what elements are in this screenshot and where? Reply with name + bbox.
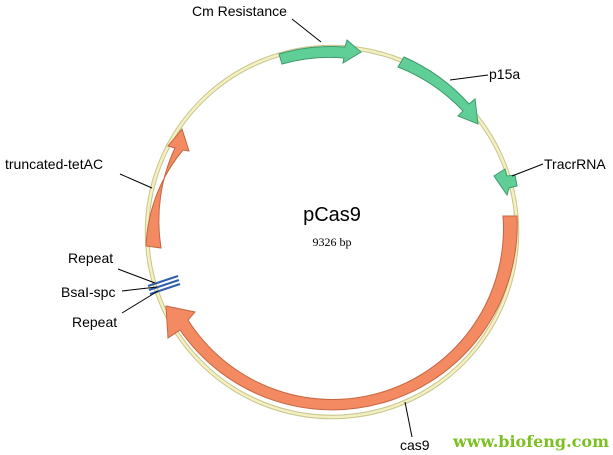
- repeat-top-label: Repeat: [68, 250, 113, 266]
- bsai-spc-label: BsaI-spc: [61, 284, 115, 300]
- bsai-spc-mark: [148, 279, 180, 291]
- p15a-leader: [449, 74, 489, 81]
- p15a-label: p15a: [489, 66, 520, 82]
- cm-resistance-arrow: [278, 39, 362, 65]
- cas9-label: cas9: [400, 437, 430, 453]
- tracrrna-label: TracrRNA: [544, 156, 606, 172]
- cas9-arrow: [165, 215, 518, 411]
- cm-resistance-label: Cm Resistance: [192, 3, 287, 19]
- tracrrna-arrow: [493, 168, 518, 197]
- cas9-leader: [404, 401, 413, 438]
- plasmid-size: 9326 bp: [313, 235, 352, 249]
- tracrrna-leader: [511, 163, 544, 177]
- p15a-arrow: [397, 56, 479, 125]
- repeat-top-mark: [147, 275, 179, 287]
- bsai-spc-leader: [121, 286, 158, 292]
- cm-resistance-leader: [291, 18, 322, 43]
- plasmid-name: pCas9: [303, 204, 361, 226]
- truncated-tetac-leader: [119, 173, 153, 189]
- repeat-bottom-leader: [121, 290, 159, 314]
- watermark: www.biofeng.com: [452, 432, 609, 451]
- repeat-top-leader: [117, 268, 156, 284]
- repeat-bottom-label: Repeat: [72, 314, 117, 330]
- truncated-tetac-arrow: [145, 127, 190, 249]
- truncated-tetac-label: truncated-tetAC: [5, 156, 103, 172]
